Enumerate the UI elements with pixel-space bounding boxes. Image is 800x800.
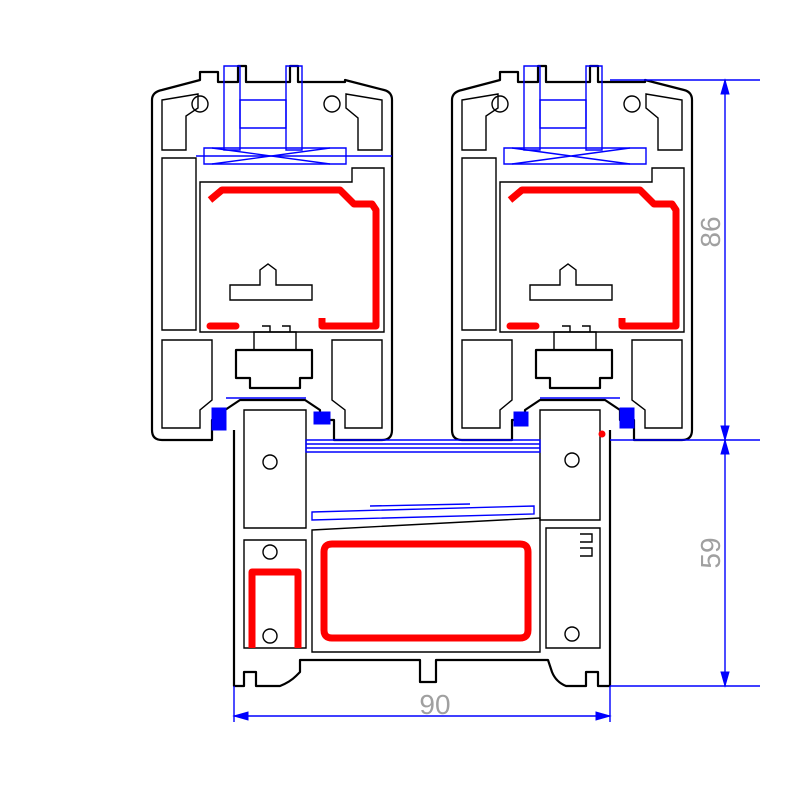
left-sash-reinforcement (206, 186, 380, 330)
right-sash-lower-chamber-right (631, 339, 683, 429)
dim-arrow-mid-down (720, 438, 730, 455)
frame-screw-channel-left-bottom (262, 628, 278, 644)
frame-screw-channel-right-top (564, 452, 580, 468)
frame-screw-channel-left-top (262, 454, 278, 470)
right-sash-reinforcement (506, 186, 680, 330)
frame-screw-channel-left-mid (262, 544, 278, 560)
top-hardware-left (196, 65, 392, 165)
right-sash-profile (450, 64, 694, 442)
frame-left-lower-chamber (243, 539, 307, 649)
right-sash-inner-chamber-left (461, 157, 497, 331)
right-sash-lower-chamber-left (461, 339, 513, 429)
left-sash-lower-chamber-right (331, 339, 383, 429)
left-sash-profile (150, 64, 394, 442)
left-sash-lower-chamber-left (161, 339, 213, 429)
dim-arrow-left (232, 711, 249, 721)
right-sash-top-hook-left (461, 93, 499, 151)
left-sash-inner-chamber-left (161, 157, 197, 331)
frame-reinforcement-main (320, 540, 532, 642)
left-sash-main-chamber (199, 167, 385, 333)
right-sash-bead-clip (553, 325, 597, 351)
frame-drain-notches (580, 533, 593, 557)
left-sash-gasket-groove-left (191, 95, 209, 113)
dimension-lines (232, 78, 760, 722)
left-sash-top-hook-left (161, 93, 199, 151)
dimension-width-label: 90 (419, 689, 450, 720)
dim-arrow-mid-up (720, 425, 730, 442)
frame-reinforcement-left (248, 568, 302, 648)
left-sash-glazing-bead (234, 348, 314, 390)
left-sash-gasket-groove-right (323, 95, 341, 113)
left-sash-glazing-bead-seat (229, 263, 313, 301)
right-sash-top-hook-right (645, 93, 683, 151)
dim-arrow-top (720, 78, 730, 95)
frame-center-chamber (311, 517, 541, 653)
right-outer-gasket-block (619, 407, 635, 429)
right-sash-glazing-bead (534, 348, 614, 390)
right-sash-gasket-groove-left (491, 95, 509, 113)
frame-right-post (539, 409, 601, 521)
right-sash-outline (450, 64, 694, 442)
right-sash-gasket-groove-right (623, 95, 641, 113)
dimension-upper-height-label: 86 (695, 216, 726, 247)
dim-arrow-right (595, 711, 612, 721)
frame-marker-dot (598, 430, 606, 438)
frame-screw-channel-right-bottom (564, 626, 580, 642)
top-hardware-right (503, 65, 647, 165)
frame-profile (232, 409, 612, 688)
right-sash-glazing-bead-seat (529, 263, 613, 301)
left-gasket-block (211, 407, 227, 431)
frame-outline (232, 430, 612, 688)
right-gasket-block (513, 411, 529, 427)
frame-right-lower-chamber (545, 527, 601, 649)
left-sash-top-hook-right (345, 93, 383, 151)
left-sash-bead-clip (253, 325, 297, 351)
dimension-lower-height-label: 59 (695, 537, 726, 568)
left-inner-gasket-block (313, 411, 331, 425)
frame-left-post (243, 409, 307, 529)
threshold-infill (211, 397, 635, 521)
right-sash-main-chamber (499, 167, 685, 333)
dim-arrow-bottom (720, 671, 730, 688)
left-sash-outline (150, 64, 394, 442)
